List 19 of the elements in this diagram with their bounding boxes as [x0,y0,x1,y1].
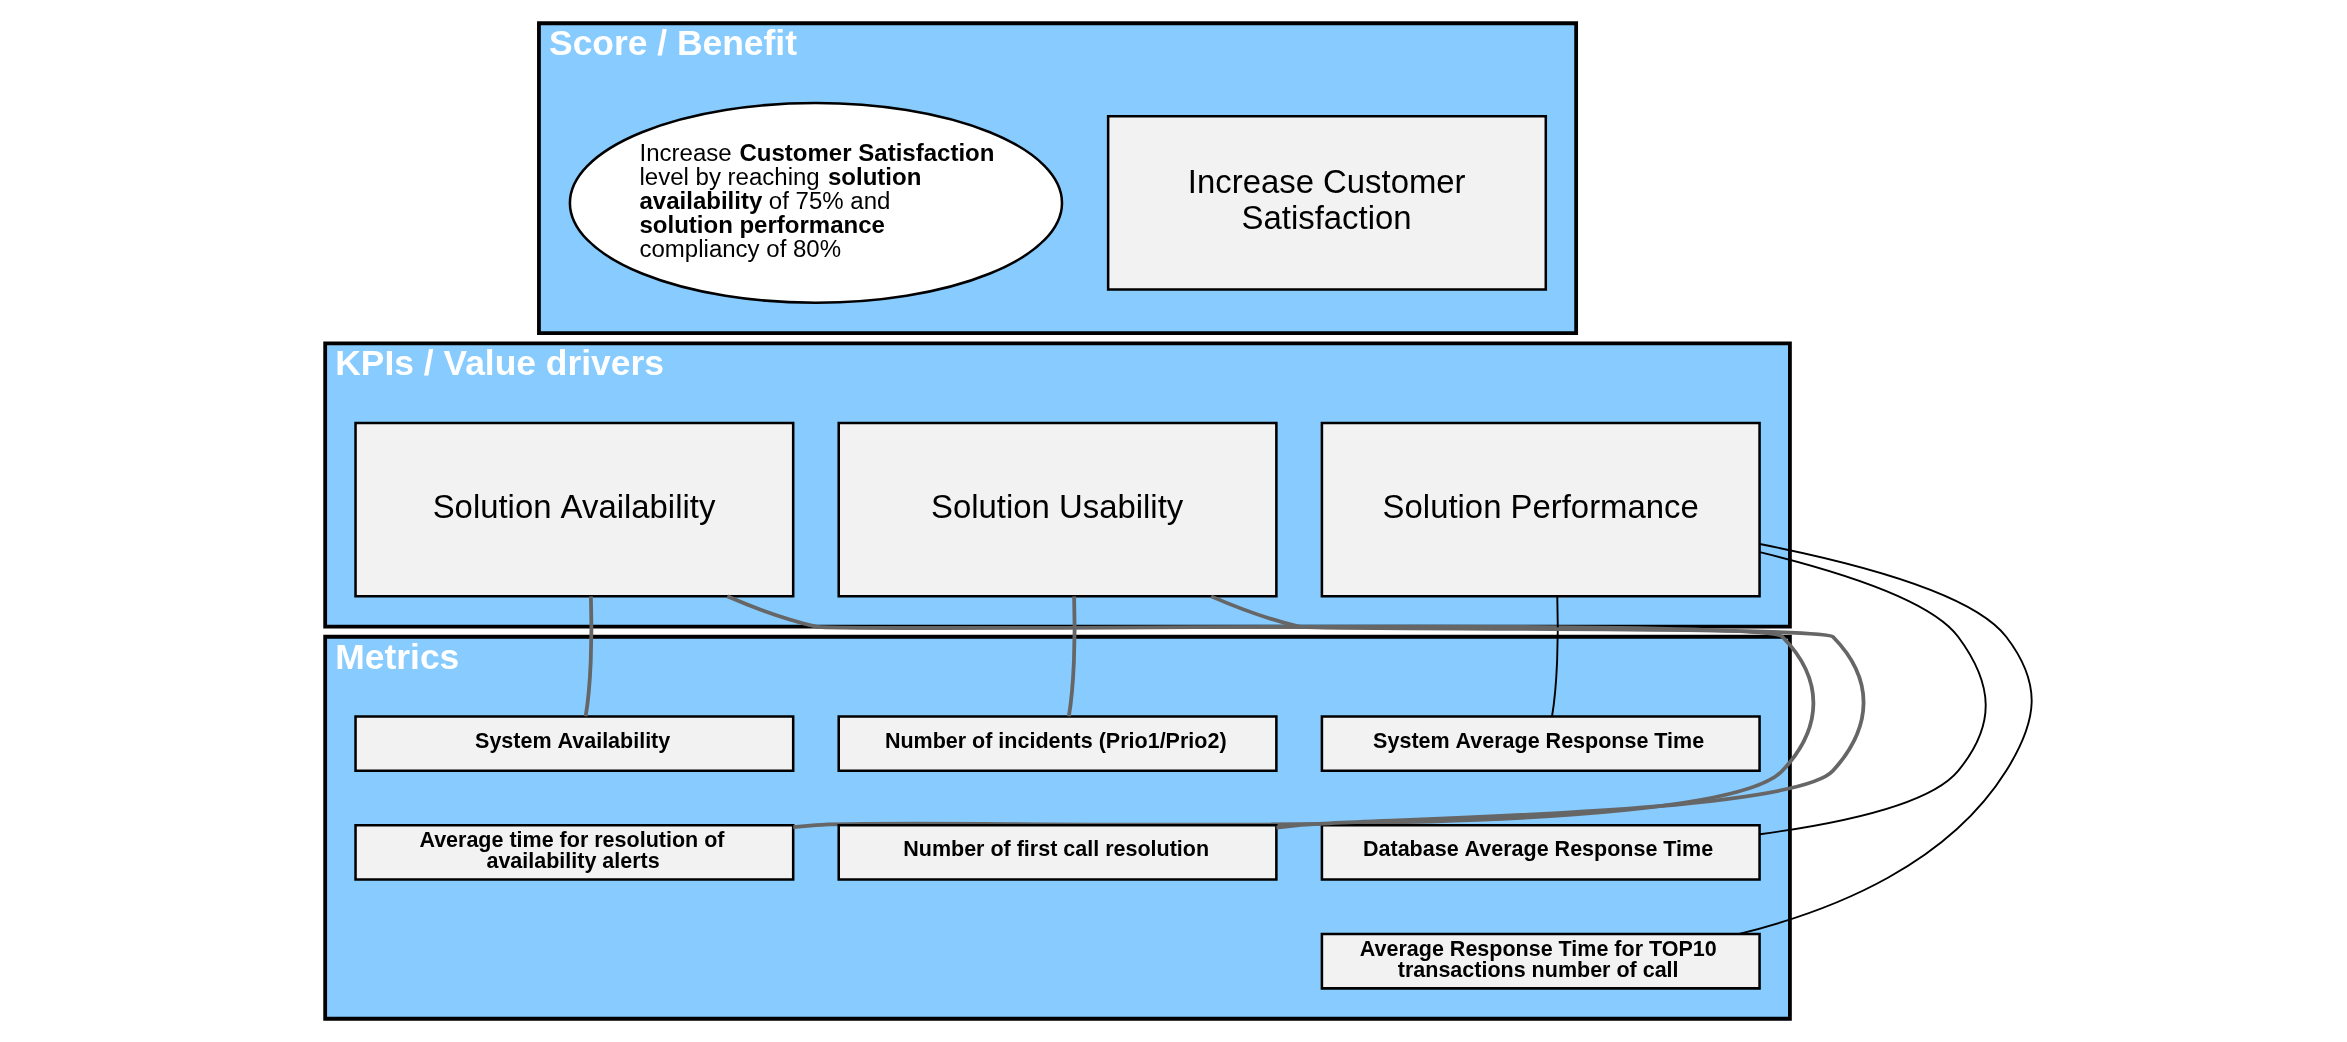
connector [1210,594,1866,830]
node-box: Number of incidents (Prio1/Prio2) [837,715,1278,773]
node-box: Number of first call resolution [837,823,1278,881]
node-box: Increase Customer Satisfaction [1106,114,1548,291]
node-ellipse: Increase Customer Satisfaction level by reaching solution availability of 75% and solution performance compliancy of 80% [568,101,1064,305]
connector [1738,543,2033,935]
node-box: Solution Availability [354,421,795,598]
node-box: Database Average Response Time [1320,823,1761,881]
node-box: Average time for resolution of availability alerts [354,823,795,881]
connector [726,594,1816,830]
node-box: System Average Response Time [1320,715,1761,773]
connector [1066,596,1077,717]
node-box: Solution Usability [837,421,1278,598]
node-box: Solution Performance [1320,421,1761,598]
connector [1551,595,1559,718]
node-box: System Availability [354,715,795,773]
node-box: Average Response Time for TOP10 transactions number of call [1320,932,1761,990]
connector [583,596,594,717]
connector [1758,551,1987,836]
